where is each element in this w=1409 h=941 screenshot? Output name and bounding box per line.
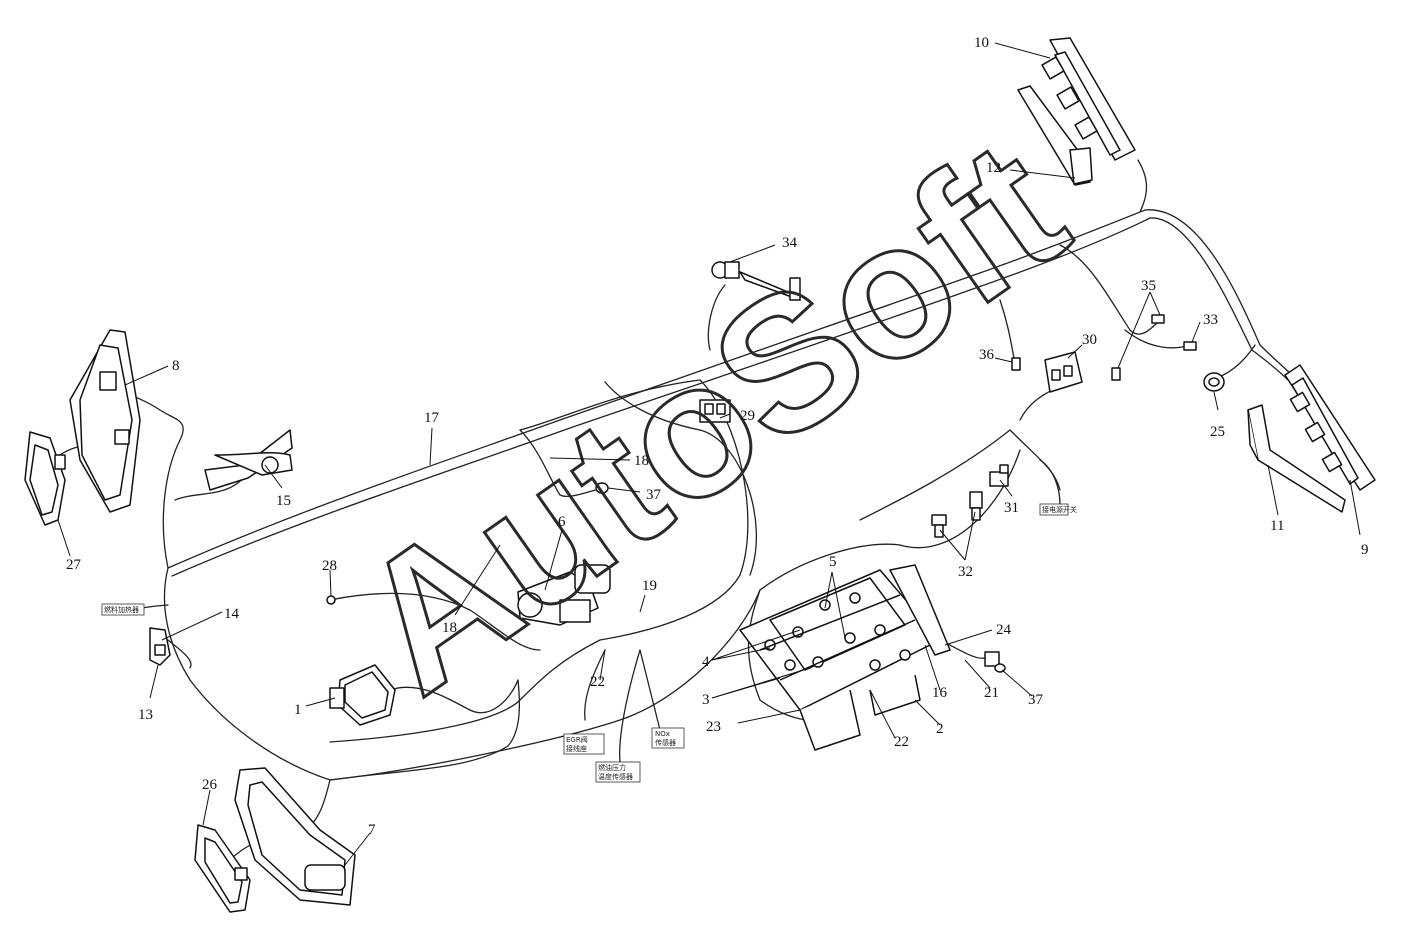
callout-18a: 18 [634, 453, 649, 469]
callout-13: 13 [138, 707, 153, 723]
side-lamp-26 [194, 824, 251, 913]
callout-5: 5 [829, 554, 837, 570]
center-harness-loop [163, 379, 1061, 781]
connector-36 [1011, 357, 1021, 371]
component-1 [329, 664, 396, 726]
callout-35: 35 [1141, 278, 1156, 294]
callout-34: 34 [782, 235, 798, 251]
callout-26: 26 [202, 777, 218, 793]
harness-tags: 燃料加热器 EGR阀 接线座 燃油压力 温度传感器 NOx 传感器 接电源开关 [101, 503, 1077, 783]
connector-33 [1183, 341, 1197, 351]
callout-15: 15 [276, 493, 291, 509]
tag-nox-1: NOx [655, 730, 670, 738]
callout-11: 11 [1270, 518, 1284, 534]
tag-lead-2 [584, 649, 606, 721]
callout-29: 29 [740, 408, 755, 424]
relay-block-30 [1044, 351, 1083, 393]
callout-2: 2 [936, 721, 944, 737]
callout-7: 7 [368, 822, 376, 838]
callout-9: 9 [1361, 542, 1369, 558]
callout-1: 1 [294, 702, 302, 718]
callout-37b: 37 [1028, 692, 1044, 708]
component-25 [1203, 372, 1225, 392]
horn-15 [204, 429, 293, 491]
branch-34 [707, 284, 726, 351]
side-lamp-27 [24, 431, 66, 526]
battery-assembly [739, 564, 951, 751]
tag-nox-2: 传感器 [655, 738, 676, 747]
callout-24: 24 [996, 622, 1012, 638]
callout-37a: 37 [646, 487, 662, 503]
callout-22b: 22 [894, 734, 909, 750]
branch-13 [167, 639, 192, 669]
headlamp-8 [69, 329, 141, 513]
callout-numbers: 10 12 8 9 11 34 35 33 30 36 25 31 32 29 … [66, 35, 1369, 838]
sensor-32b [969, 491, 983, 521]
headlamp-7 [234, 767, 356, 906]
callout-17: 17 [424, 410, 440, 426]
callout-12: 12 [986, 160, 1001, 176]
combination-lamp-10 [1041, 37, 1136, 161]
sensor-28 [326, 595, 336, 605]
main-harness-17 [167, 159, 1293, 577]
callout-30: 30 [1082, 332, 1097, 348]
tag-lead-5 [1039, 459, 1061, 506]
callout-21: 21 [984, 685, 999, 701]
callout-25: 25 [1210, 424, 1225, 440]
tag-fuel-pressure-1: 燃油压力 [598, 763, 626, 772]
combination-lamp-9 [1284, 364, 1376, 491]
tag-egr-1: EGR阀 [566, 735, 588, 744]
callout-28: 28 [322, 558, 337, 574]
tag-lead-3 [619, 649, 641, 763]
callout-23: 23 [706, 719, 721, 735]
level-sensor-34 [711, 261, 801, 301]
branch-battery [747, 589, 811, 721]
bracket-12 [1017, 85, 1093, 186]
connector-35b [1111, 367, 1121, 381]
sensor-32a [931, 514, 947, 538]
sensor-31 [989, 464, 1009, 487]
callout-10: 10 [974, 35, 989, 51]
callout-27: 27 [66, 557, 82, 573]
leader-lines [57, 42, 1361, 866]
starter-6 [517, 564, 611, 626]
callout-19: 19 [642, 578, 657, 594]
callout-14: 14 [224, 606, 240, 622]
branch-35 [1059, 244, 1161, 335]
connector-21 [984, 651, 1006, 673]
callout-3: 3 [702, 692, 710, 708]
switch-14 [149, 627, 171, 666]
bracket-11 [1247, 404, 1346, 513]
callout-31: 31 [1004, 500, 1019, 516]
tag-fuel-pressure-2: 温度传感器 [598, 772, 633, 781]
tag-power-switch: 接电源开关 [1042, 505, 1077, 514]
callout-22a: 22 [590, 674, 605, 690]
callout-4: 4 [702, 654, 710, 670]
callout-8: 8 [172, 358, 180, 374]
callout-6: 6 [558, 514, 566, 530]
callout-16: 16 [932, 685, 948, 701]
tag-lead-4 [639, 649, 661, 731]
tag-egr-2: 接线座 [566, 744, 587, 753]
connector-35a [1151, 314, 1165, 324]
callout-33: 33 [1203, 312, 1218, 328]
callout-36: 36 [979, 347, 995, 363]
callout-18b: 18 [442, 620, 457, 636]
callout-32: 32 [958, 564, 973, 580]
branch-8 [121, 391, 184, 569]
tag-fuel-heater: 燃料加热器 [104, 605, 139, 614]
branch-30 [1019, 384, 1066, 421]
